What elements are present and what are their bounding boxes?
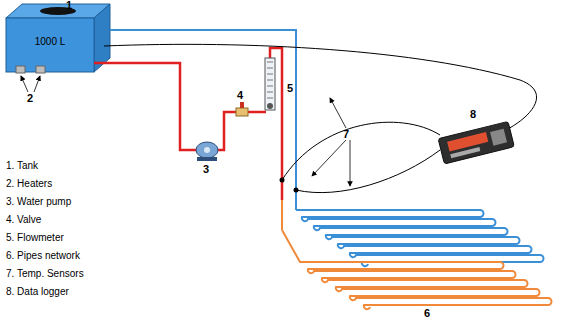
callout-number: 1 <box>66 0 72 11</box>
return-pipe <box>110 30 296 210</box>
legend-item: 3. Water pump <box>6 196 71 207</box>
valve-handle <box>240 102 244 108</box>
callout-number: 2 <box>27 92 33 104</box>
leader-line <box>34 76 40 92</box>
callout-number: 8 <box>470 108 476 120</box>
hot-pipe <box>248 111 266 114</box>
coil-pipe <box>282 230 552 309</box>
sensor-wire <box>104 44 537 140</box>
sensor-wire <box>282 122 440 180</box>
leader-line <box>350 140 351 186</box>
tank-volume: 1000 L <box>35 36 66 47</box>
coil-pipe <box>296 210 544 266</box>
legend-item: 4. Valve <box>6 214 41 225</box>
leader-line <box>21 76 28 92</box>
legend-item: 6. Pipes network <box>6 250 80 261</box>
pipes-network <box>282 210 552 309</box>
flowmeter <box>265 58 275 110</box>
legend-item: 8. Data logger <box>6 286 69 297</box>
callout-number: 5 <box>287 82 293 94</box>
heater <box>36 66 45 73</box>
tank-top <box>6 4 110 18</box>
supply-pipe <box>281 200 283 230</box>
sensor-wire <box>296 150 440 193</box>
tank-label-area: 1000 L <box>6 18 94 64</box>
hot-pipe <box>216 112 236 150</box>
heater <box>16 66 25 73</box>
hot-pipe <box>94 63 198 150</box>
callout-number: 4 <box>237 89 243 101</box>
callout-number: 6 <box>424 307 430 319</box>
pump-fan <box>204 147 210 153</box>
legend-item: 2. Heaters <box>6 178 52 189</box>
leader-line <box>330 98 346 128</box>
data-logger <box>438 121 514 164</box>
pump-body <box>196 142 218 158</box>
valve-body <box>236 108 248 116</box>
callout-number: 7 <box>343 128 349 140</box>
legend-item: 7. Temp. Sensors <box>6 268 84 279</box>
pump-base <box>197 157 217 161</box>
leader-line <box>312 140 346 176</box>
legend-item: 1. Tank <box>6 160 38 171</box>
legend-item: 5. Flowmeter <box>6 232 64 243</box>
tank-front <box>6 18 94 72</box>
callout-number: 3 <box>203 163 209 175</box>
